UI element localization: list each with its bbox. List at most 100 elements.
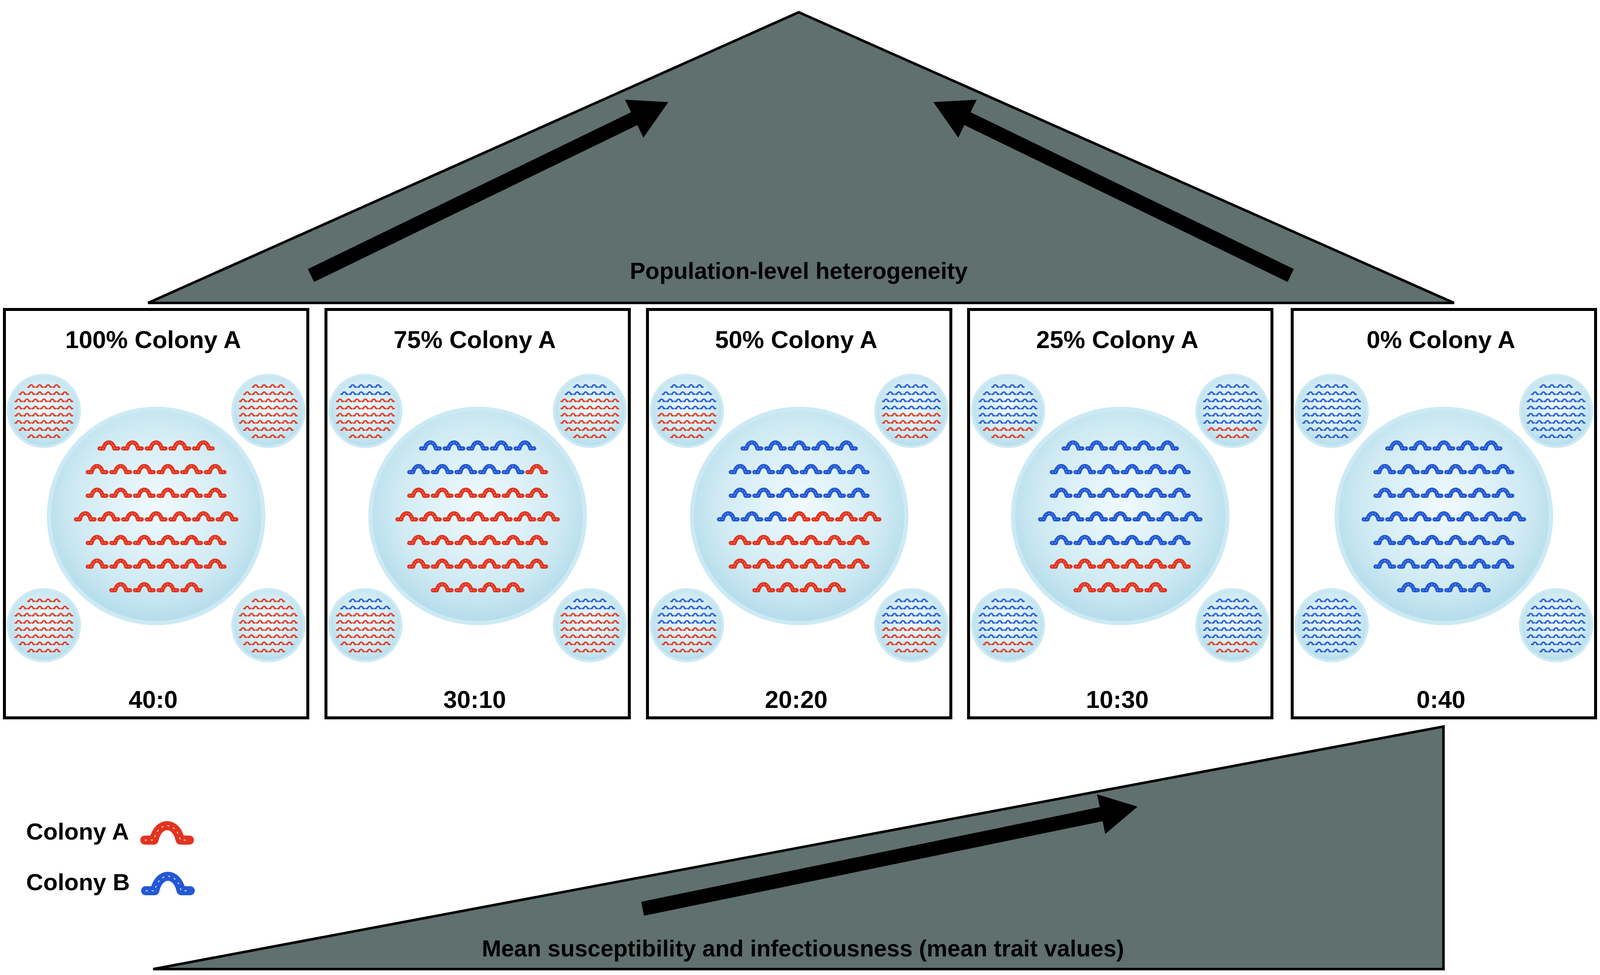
worm [1311,635,1319,638]
worm [908,627,915,630]
worm [1544,635,1552,638]
trait-wedge: Mean susceptibility and infectiousness (… [153,726,1444,970]
worm [983,606,991,609]
worm [1540,384,1547,387]
worm [1345,413,1352,416]
worm [99,513,119,520]
worm [1233,384,1241,387]
worm [1375,466,1395,473]
worm [687,391,695,395]
worm [264,420,272,423]
worm [1212,627,1219,630]
worm [1332,427,1340,430]
worm [1216,391,1224,395]
axis-label: Population-level heterogeneity [629,257,968,285]
worm [1311,413,1319,416]
worm [996,613,1003,616]
worm [1233,642,1241,645]
worm [666,627,674,630]
worm [903,642,911,645]
worm [1319,420,1327,423]
worm [409,560,428,567]
worm [281,420,289,423]
worm [1224,391,1232,395]
worm [248,635,255,638]
worm [912,606,919,609]
worm [1345,399,1352,402]
worm [170,513,190,520]
worm [929,391,936,395]
worm [1340,435,1348,438]
worm [658,627,665,630]
worm [687,435,695,438]
worm [40,413,48,416]
worm [1212,620,1219,623]
worm [75,513,95,520]
worm [1307,642,1314,645]
worm [1000,435,1008,438]
worm [15,613,22,616]
worm [1241,427,1249,430]
worm [679,391,687,395]
worm [1216,599,1224,602]
worm [527,560,546,567]
worm [1552,413,1560,416]
worm [708,620,716,623]
worm [1527,635,1535,638]
worm [256,613,264,616]
worm [1063,442,1083,449]
node-shape [1293,310,1600,723]
worm [979,406,987,409]
worm [444,442,464,449]
worm [1561,420,1568,423]
worm [515,442,535,449]
worm [1216,384,1224,387]
worm [1340,427,1348,430]
worm [409,466,428,473]
worm [1302,420,1310,423]
worm [362,627,369,630]
worm [933,620,941,623]
worm [754,560,773,567]
worm [670,435,678,438]
worm [290,620,298,623]
worm [1013,399,1020,402]
worm [281,635,289,638]
worm [996,420,1003,423]
worm [687,427,695,430]
worm [1013,627,1020,630]
worm [1340,391,1348,395]
worm [269,599,276,602]
dish-outline [1295,589,1368,662]
worm [503,560,523,567]
worm [362,635,369,638]
worm [281,399,289,402]
worm [1556,391,1564,395]
worm [983,642,991,645]
worm [1203,635,1211,638]
worm [378,620,386,623]
worm [15,399,22,402]
worm [916,420,924,423]
worm [670,599,678,602]
worm [658,613,665,616]
worm [578,420,585,423]
worm [1021,399,1029,402]
worm [366,391,373,395]
worm [1004,420,1012,423]
worm [778,584,797,591]
worm [848,489,868,496]
worm [269,649,276,652]
worm [349,599,357,602]
worm [991,384,999,387]
worm [1552,399,1560,402]
worm [273,420,281,423]
worm [1146,466,1165,473]
worm [1229,406,1236,409]
worm [468,442,487,449]
worm [1446,560,1465,567]
worm [658,420,665,423]
worm [1535,613,1543,616]
worm [53,642,60,645]
worm [353,613,361,616]
